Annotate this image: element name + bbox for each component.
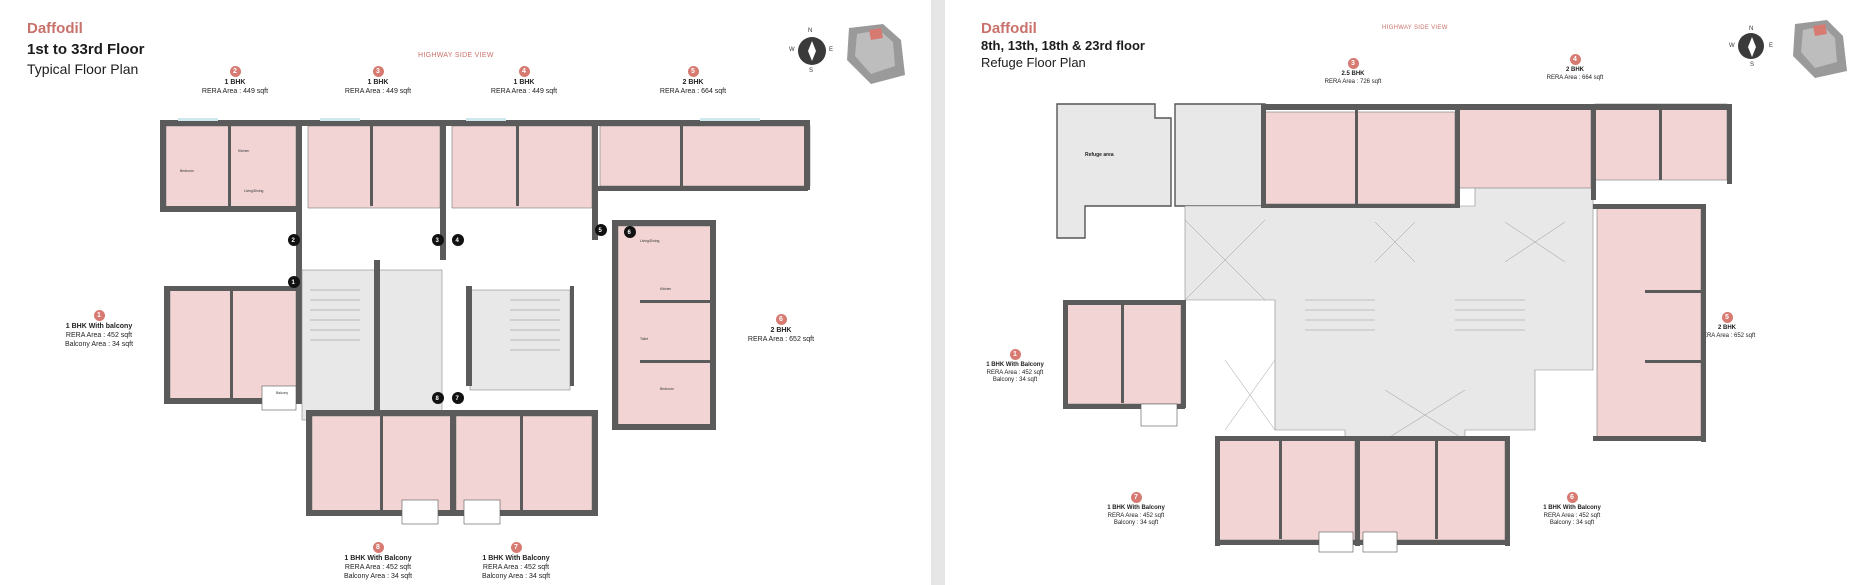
room-label: Living/Dining xyxy=(640,239,660,243)
room-label: Bedroom xyxy=(180,169,194,173)
room-label: Living/Dining xyxy=(244,189,264,193)
unit-6-rooms xyxy=(617,225,713,427)
svg-text:5: 5 xyxy=(599,228,603,234)
entrance-marker-7: 7 xyxy=(452,392,464,404)
compass-n: N xyxy=(808,28,813,34)
plan-subtitle: Refuge Floor Plan xyxy=(981,55,1086,70)
unit-4-rooms xyxy=(451,125,593,209)
unit-7-rooms xyxy=(1218,439,1356,541)
compass-e: E xyxy=(829,47,834,53)
unit-7-balcony xyxy=(1318,531,1354,553)
svg-text:7: 7 xyxy=(456,396,460,402)
brand-name: Daffodil xyxy=(27,20,83,37)
unit-4-left-rooms xyxy=(1458,107,1592,189)
page-gutter xyxy=(931,0,945,585)
svg-text:6: 6 xyxy=(628,230,632,236)
right-page: Daffodil 8th, 13th, 18th & 23rd floor Re… xyxy=(945,0,1862,585)
key-plan-icon xyxy=(1793,20,1847,78)
brand-name: Daffodil xyxy=(981,20,1037,37)
entrance-marker-3: 3 xyxy=(432,234,444,246)
room-label: Balcony xyxy=(276,391,288,395)
floor-title: 8th, 13th, 18th & 23rd floor xyxy=(981,38,1145,53)
refuge-area-mid xyxy=(1174,103,1266,207)
compass-s: S xyxy=(1750,62,1755,68)
entrance-marker-6: 6 xyxy=(624,226,636,238)
key-plan-icon xyxy=(847,24,905,84)
compass-e: E xyxy=(1769,43,1774,49)
central-core xyxy=(301,269,443,421)
left-page: Daffodil 1st to 33rd Floor Typical Floor… xyxy=(0,0,931,585)
refuge-area-left xyxy=(1056,103,1172,239)
entrance-marker-8: 8 xyxy=(432,392,444,404)
compass-icon xyxy=(798,37,826,65)
svg-text:4: 4 xyxy=(456,238,460,244)
unit-3-rooms xyxy=(307,125,441,209)
highway-side-label: HIGHWAY SIDE VIEW xyxy=(418,52,494,59)
floor-plan-typical: Bedroom Kitchen Living/Dining Balcony To… xyxy=(160,118,811,525)
unit-3-rooms xyxy=(1264,111,1456,205)
svg-text:8: 8 xyxy=(436,396,440,402)
unit-5-rooms xyxy=(1596,207,1702,439)
svg-text:1: 1 xyxy=(292,280,296,286)
svg-text:2: 2 xyxy=(292,238,296,244)
unit-1-balcony xyxy=(261,385,297,411)
highway-side-label: HIGHWAY SIDE VIEW xyxy=(1382,25,1448,31)
unit-1-balcony xyxy=(1140,403,1178,427)
compass-icon xyxy=(1738,33,1764,59)
entrance-marker-2: 2 xyxy=(288,234,300,246)
unit-5-rooms xyxy=(599,125,811,187)
unit-8-balcony xyxy=(401,499,439,525)
compass-n: N xyxy=(1749,26,1754,32)
room-label: Bedroom xyxy=(660,387,674,391)
refuge-area-label: Refuge area xyxy=(1085,152,1114,158)
entrance-marker-5: 5 xyxy=(595,224,607,236)
floor-plan-refuge: Refuge area xyxy=(1056,103,1732,553)
floor-title: 1st to 33rd Floor xyxy=(27,41,145,58)
compass-s: S xyxy=(809,68,814,74)
entrance-marker-4: 4 xyxy=(452,234,464,246)
room-label: Toilet xyxy=(640,337,648,341)
svg-text:3: 3 xyxy=(436,238,440,244)
room-label: Kitchen xyxy=(238,149,249,153)
compass-w: W xyxy=(789,47,795,53)
plan-subtitle: Typical Floor Plan xyxy=(27,61,139,77)
compass-w: W xyxy=(1729,43,1735,49)
unit-7-rooms xyxy=(455,415,593,513)
unit-7-balcony xyxy=(463,499,501,525)
unit-6-balcony xyxy=(1362,531,1398,553)
unit-6-rooms xyxy=(1358,439,1506,541)
room-label: Kitchen xyxy=(660,287,671,291)
entrance-marker-1: 1 xyxy=(288,276,300,288)
